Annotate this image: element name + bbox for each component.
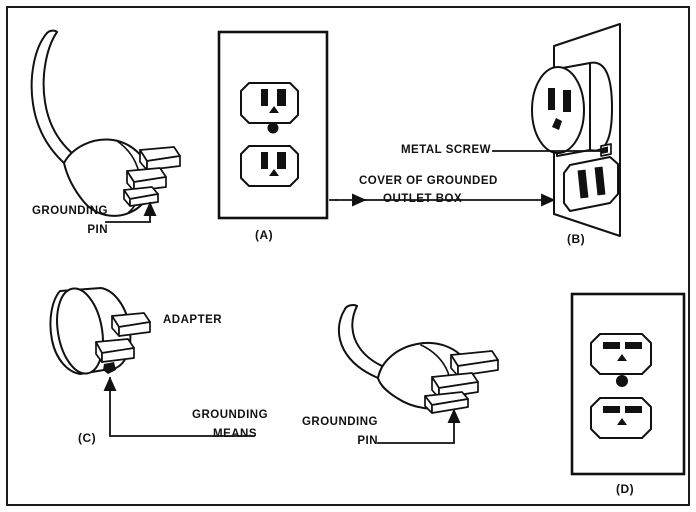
- callout-grounding-pin-top-line1: GROUNDING: [31, 205, 108, 217]
- receptacle-b-artwork: [531, 23, 621, 237]
- grounding-pin-top-leader: [105, 201, 157, 223]
- callout-grounding-pin-bottom-line2: PIN: [357, 435, 378, 447]
- callout-metal-screw: METAL SCREW: [400, 144, 491, 156]
- grounding-means-leader: [103, 376, 255, 437]
- panel-label-c: (C): [78, 431, 97, 445]
- callout-grounding-pin-bottom-line1: GROUNDING: [301, 416, 378, 428]
- callout-grounding-means-line1: GROUNDING: [192, 409, 269, 421]
- callout-cover-outlet-box-line1: COVER OF GROUNDED: [359, 175, 498, 187]
- callout-adapter-title: ADAPTER: [163, 314, 223, 326]
- adapter-c-artwork: [49, 287, 151, 375]
- callout-grounding-pin-top-line2: PIN: [87, 224, 108, 236]
- plug-d-artwork: [337, 304, 499, 414]
- panel-label-a: (A): [255, 228, 274, 242]
- receptacle-d-artwork: [570, 292, 686, 476]
- metal-screw-artwork: [600, 143, 612, 157]
- callout-grounding-means-line2: MEANS: [213, 428, 258, 440]
- receptacle-a-artwork: [217, 30, 329, 220]
- callout-cover-outlet-box-line2: OUTLET BOX: [383, 193, 463, 205]
- panel-label-d: (D): [616, 482, 635, 496]
- plug-a-artwork: [30, 29, 181, 217]
- grounding-pin-bottom-leader: [377, 408, 461, 444]
- panel-label-b: (B): [567, 232, 586, 246]
